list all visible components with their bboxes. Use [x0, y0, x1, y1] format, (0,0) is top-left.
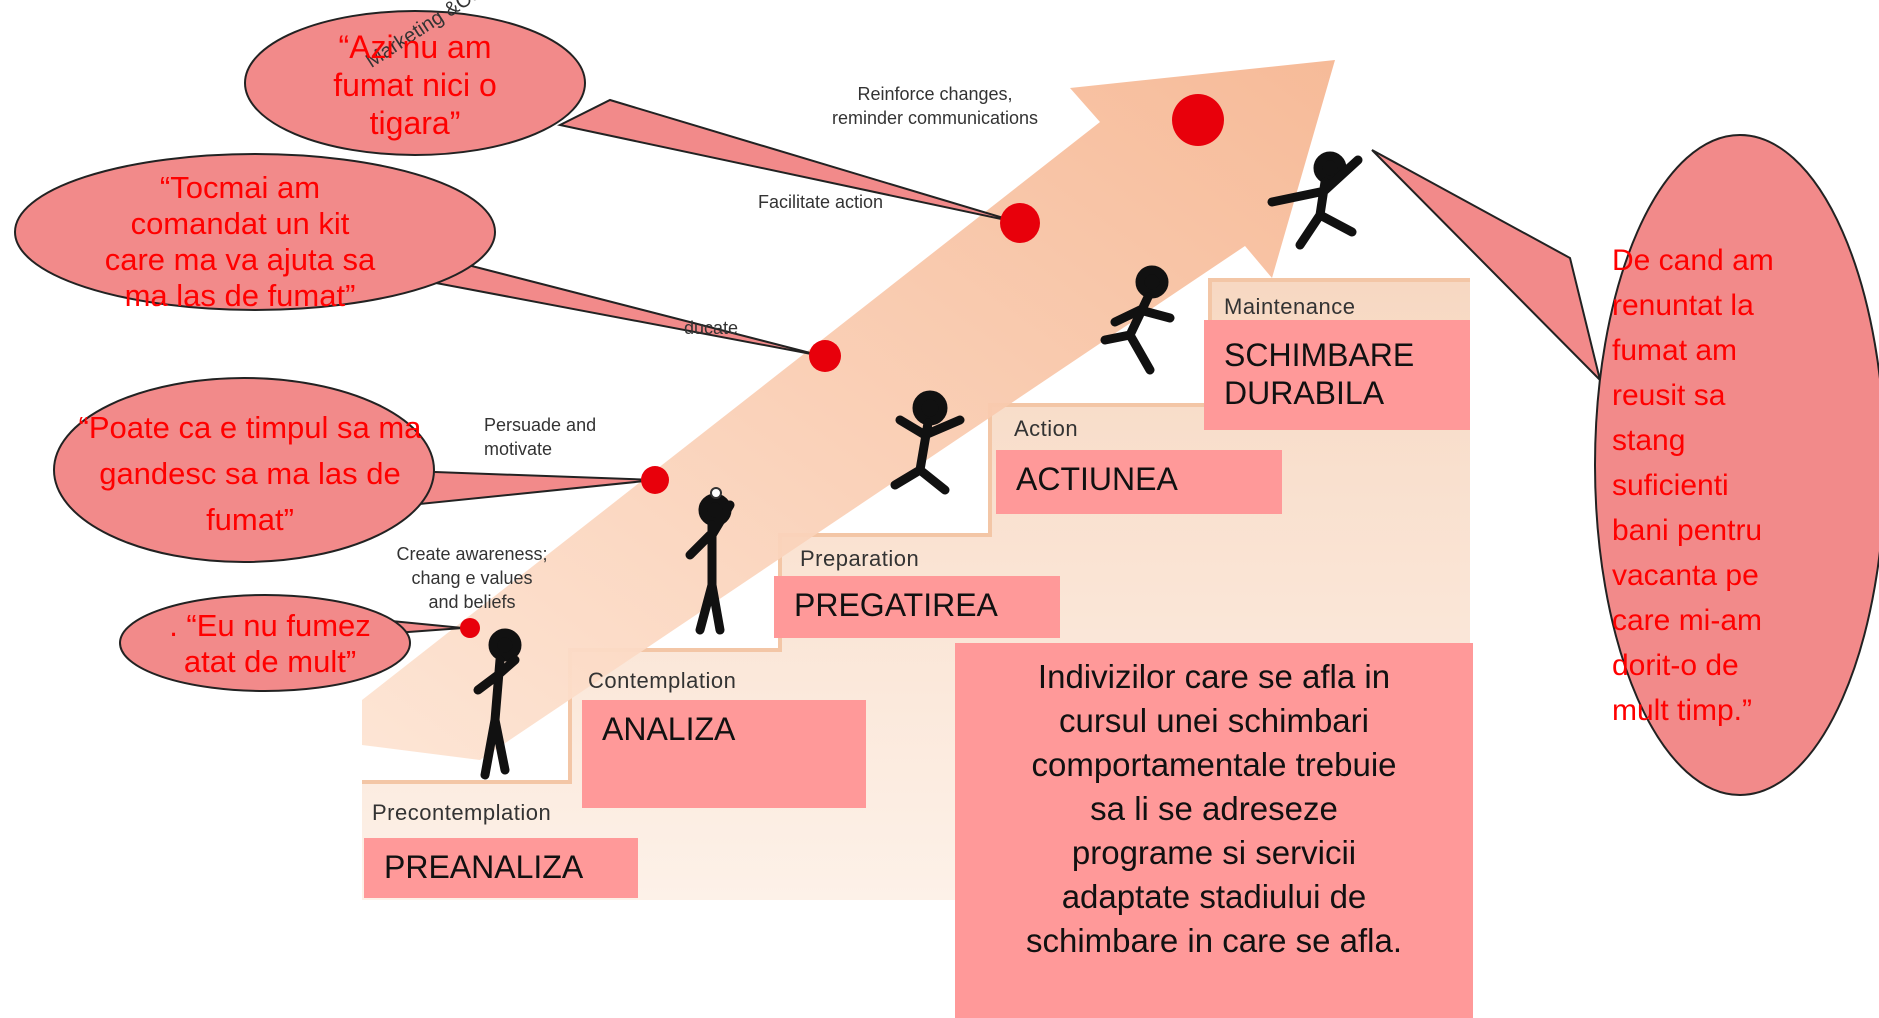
quote-poate-ca-e-timpul: “Poate ca e timpul sa ma gandesc sa ma l… — [40, 405, 460, 543]
stage-dot — [641, 466, 669, 494]
stage-dot — [1000, 203, 1040, 243]
quote-line: bani pentru — [1612, 514, 1763, 547]
task-facilitate: Facilitate action — [758, 192, 884, 212]
note-line: Indivizilor care se afla in — [1037, 658, 1391, 695]
task-line: Create awareness; — [396, 544, 548, 564]
quote-line: De cand am — [1612, 244, 1774, 277]
stick-figure-running-icon — [1100, 265, 1175, 375]
quote-line: ma las de fumat” — [124, 278, 356, 313]
task-line: motivate — [484, 439, 553, 459]
quote-line: comandat un kit — [130, 206, 350, 241]
task-educate: ducate — [684, 318, 739, 338]
task-create-awareness: Create awareness; chang e values and bel… — [362, 542, 582, 614]
stick-figure-jumping-icon — [890, 390, 965, 495]
quote-line: fumat” — [206, 502, 294, 537]
note-line: cursul unei schimbari — [1059, 702, 1369, 739]
stick-figure-leaping-icon — [1267, 151, 1363, 250]
callout-bubble-2 — [14, 153, 823, 357]
task-line: chang e values — [411, 568, 533, 588]
quote-line: fumat nici o — [333, 67, 497, 103]
quote-line: tigara” — [369, 105, 461, 141]
ro-stage-pregatirea: PREGATIREA — [774, 576, 1060, 638]
task-reinforce: Reinforce changes, reminder communicatio… — [770, 82, 1100, 130]
quote-line: vacanta pe — [1612, 559, 1759, 592]
stage-label-maintenance: Maintenance — [1224, 294, 1356, 319]
callout-bubble-4 — [119, 594, 464, 692]
quote-line: renuntat la — [1612, 289, 1754, 322]
callout-bubble-3 — [53, 377, 656, 563]
quote-line: care mi-am — [1612, 604, 1763, 637]
quote-line: atat de mult” — [183, 644, 357, 679]
quote-azi-nu-am-fumat: “Azi nu am fumat nici o tigara” — [290, 28, 540, 142]
ro-stage-line: SCHIMBARE — [1224, 337, 1415, 373]
stage-dot — [809, 340, 841, 372]
ro-stage-line: DURABILA — [1224, 375, 1385, 411]
stage-dot — [1172, 94, 1224, 146]
note-line: schimbare in care se afla. — [1025, 922, 1402, 959]
quote-line: care ma va ajuta sa — [104, 242, 376, 277]
stage-label-action: Action — [1014, 416, 1079, 441]
explanatory-note: Indivizilor care se afla in cursul unei … — [955, 643, 1473, 1018]
note-line: adaptate stadiului de — [1061, 878, 1367, 915]
stage-dot — [460, 618, 480, 638]
quote-line: stang — [1612, 424, 1686, 457]
quote-line: “Azi nu am — [338, 29, 492, 65]
task-line: and beliefs — [428, 592, 516, 612]
quote-line: mult timp.” — [1612, 694, 1753, 727]
task-persuade: Persuade and motivate — [484, 413, 664, 461]
quote-de-cand-am-renuntat: De cand am renuntat la fumat am reusit s… — [1612, 238, 1832, 733]
quote-eu-nu-fumez: . “Eu nu fumez atat de mult” — [150, 608, 390, 680]
quote-line: suficienti — [1612, 469, 1729, 502]
stage-label-precontemplation: Precontemplation — [372, 800, 552, 825]
ro-stage-actiunea: ACTIUNEA — [996, 450, 1282, 514]
stick-figure-idea-icon — [685, 487, 735, 635]
note-line: sa li se adreseze — [1090, 790, 1338, 827]
callout-bubble-1 — [244, 10, 1021, 224]
ro-stage-analiza: ANALIZA — [582, 700, 866, 808]
quote-line: reusit sa — [1612, 379, 1726, 412]
stage-label-contemplation: Contemplation — [588, 668, 737, 693]
ro-stage-preanaliza: PREANALIZA — [364, 838, 638, 898]
ro-stage-schimbare-durabila: SCHIMBARE DURABILA — [1204, 320, 1470, 430]
callout-bubble-5 — [1371, 134, 1879, 796]
stick-figure-thinking-icon — [473, 628, 522, 780]
quote-line: “Poate ca e timpul sa ma — [78, 410, 422, 445]
task-line: Reinforce changes, — [857, 84, 1013, 104]
task-line: Persuade and — [484, 415, 597, 435]
task-line: reminder communications — [831, 108, 1039, 128]
stage-label-preparation: Preparation — [800, 546, 920, 571]
quote-tocmai-am-comandat: “Tocmai am comandat un kit care ma va aj… — [30, 170, 450, 314]
quote-line: fumat am — [1612, 334, 1738, 367]
note-line: programe si servicii — [1071, 834, 1357, 871]
quote-line: gandesc sa ma las de — [99, 456, 401, 491]
progress-arrow — [362, 60, 1335, 760]
note-line: comportamentale trebuie — [1031, 746, 1397, 783]
quote-line: . “Eu nu fumez — [169, 608, 371, 643]
quote-line: dorit-o de — [1612, 649, 1739, 682]
quote-line: “Tocmai am — [159, 170, 321, 205]
